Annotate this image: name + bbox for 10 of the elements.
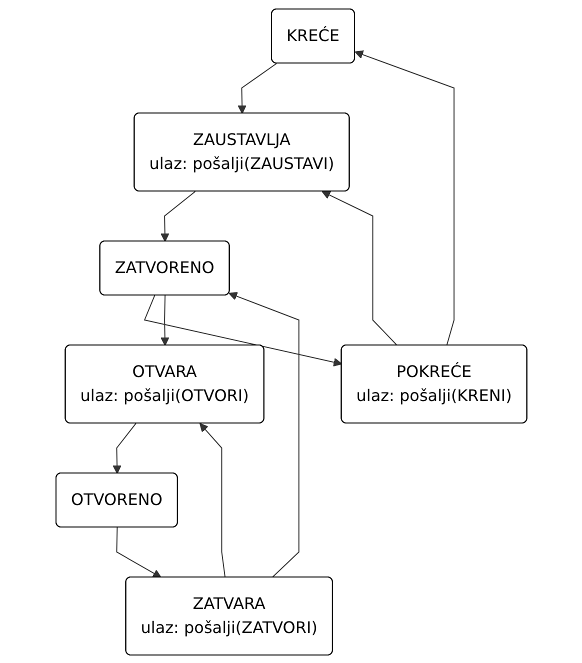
arrow: [237, 62, 277, 114]
arrow: [143, 294, 342, 366]
arrow: [228, 291, 299, 578]
arrow: [112, 422, 136, 474]
arrow: [160, 190, 196, 242]
arrow: [199, 422, 226, 578]
arrow: [354, 50, 454, 346]
arrow: [321, 190, 398, 346]
arrow: [116, 526, 162, 578]
arrow: [160, 294, 169, 346]
